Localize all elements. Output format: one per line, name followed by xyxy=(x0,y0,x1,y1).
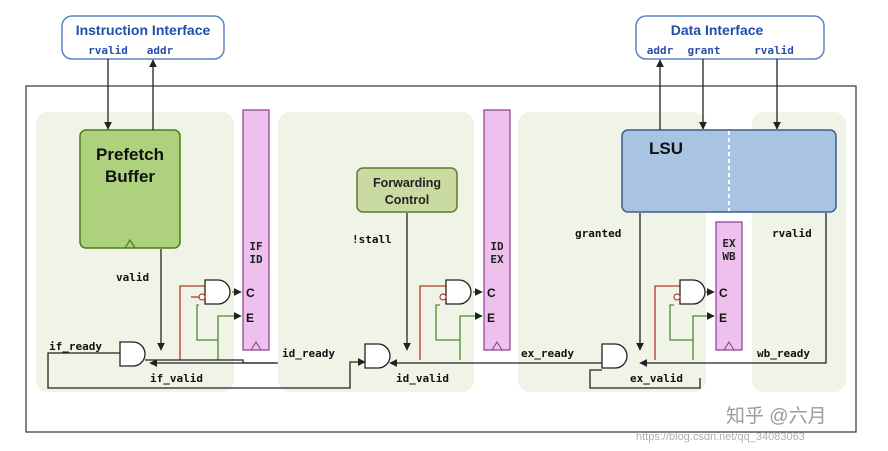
port-e-id-ex: E xyxy=(487,311,495,325)
and-gate-ex-clock-inverter xyxy=(673,293,681,301)
wb-stage-logic xyxy=(639,213,827,367)
data-signal-addr: addr xyxy=(647,44,674,57)
instruction-signal-addr: addr xyxy=(147,44,174,57)
port-e-if-id: E xyxy=(246,311,254,325)
instruction-interface-title: Instruction Interface xyxy=(76,22,211,38)
wire-ex-valid-loop xyxy=(589,369,701,389)
instruction-interface: Instruction Interface rvalid addr xyxy=(61,15,225,60)
register-id-ex-label-1: ID xyxy=(490,240,504,253)
instruction-interface-box xyxy=(61,15,225,60)
forwarding-control-box xyxy=(356,167,458,213)
register-ex-wb-label-1: EX xyxy=(722,237,736,250)
watermark-text: 知乎 @六月 xyxy=(726,405,827,427)
wire-ex-red-clock xyxy=(654,285,680,360)
data-interface-title: Data Interface xyxy=(671,22,764,38)
wire-id-green-valid xyxy=(435,304,461,360)
label-valid: valid xyxy=(116,271,149,284)
label-rvalid: rvalid xyxy=(772,227,812,240)
label-id-valid: id_valid xyxy=(396,372,449,385)
prefetch-buffer-box xyxy=(79,129,181,249)
label-id-ready: id_ready xyxy=(282,347,335,360)
wire-ex-enable xyxy=(692,312,715,340)
prefetch-buffer-label-1: Prefetch xyxy=(96,145,164,164)
label-granted: granted xyxy=(575,227,621,240)
register-id-ex-label-2: EX xyxy=(490,253,504,266)
forwarding-control: Forwarding Control xyxy=(356,167,458,213)
label-ex-ready: ex_ready xyxy=(521,347,574,360)
register-id-ex-box xyxy=(483,109,511,351)
label-wb-ready: wb_ready xyxy=(757,347,810,360)
register-ex-wb-box xyxy=(715,221,743,351)
and-gate-if-clock-inverter xyxy=(198,293,206,301)
port-e-ex-wb: E xyxy=(719,311,727,325)
label-ex-valid: ex_valid xyxy=(630,372,683,385)
port-c-if-id: C xyxy=(246,286,255,300)
data-interface: Data Interface addr grant rvalid xyxy=(635,15,825,60)
ex-stage-logic xyxy=(389,213,715,389)
port-c-id-ex: C xyxy=(487,286,496,300)
and-gate-if-clock xyxy=(204,279,231,305)
lsu: LSU xyxy=(621,129,837,213)
wire-wb-rvalid xyxy=(639,213,827,367)
and-gate-if-ready xyxy=(119,341,146,367)
register-ex-wb-clock-triangle xyxy=(723,341,735,351)
register-id-ex: ID EX xyxy=(483,109,511,351)
id-stage-logic xyxy=(145,213,483,367)
wire-ex-green-valid xyxy=(669,304,694,360)
wire-id-red-clock xyxy=(419,285,446,360)
prefetch-clock-triangle xyxy=(124,238,136,249)
and-gate-id-clock-inverter xyxy=(439,293,447,301)
lsu-box xyxy=(621,129,837,213)
register-if-id-clock-triangle xyxy=(250,341,262,351)
watermark-url: https://blog.csdn.net/qq_34083063 xyxy=(636,431,805,443)
label-if-ready: if_ready xyxy=(49,340,102,353)
wire-id-enable xyxy=(459,312,483,340)
forwarding-control-label-1: Forwarding xyxy=(373,176,441,190)
forwarding-control-label-2: Control xyxy=(385,193,429,207)
register-if-id-box xyxy=(242,109,270,351)
prefetch-buffer: Prefetch Buffer xyxy=(79,129,181,249)
lsu-label: LSU xyxy=(649,139,683,158)
register-if-id-label-2: ID xyxy=(249,253,263,266)
wire-if-ready xyxy=(47,352,366,389)
label-stall: !stall xyxy=(352,233,392,246)
and-gate-ex-ready xyxy=(601,343,628,369)
wire-if-red-clock xyxy=(179,285,205,360)
wire-if-enable xyxy=(217,312,242,340)
prefetch-buffer-label-2: Buffer xyxy=(105,167,155,186)
and-gate-id-clock xyxy=(445,279,472,305)
and-gate-ex-clock xyxy=(679,279,706,305)
register-if-id: IF ID xyxy=(242,109,270,351)
wire-if-green-valid xyxy=(196,304,219,360)
port-c-ex-wb: C xyxy=(719,286,728,300)
if-stage-logic xyxy=(47,249,366,389)
interface-wires xyxy=(104,59,781,130)
label-if-valid: if_valid xyxy=(150,372,203,385)
register-if-id-label-1: IF xyxy=(249,240,262,253)
register-ex-wb-label-2: WB xyxy=(722,250,736,263)
register-id-ex-clock-triangle xyxy=(491,341,503,351)
data-interface-box xyxy=(635,15,825,60)
data-signal-grant: grant xyxy=(687,44,720,57)
register-ex-wb: EX WB xyxy=(715,221,743,351)
data-signal-rvalid: rvalid xyxy=(754,44,794,57)
and-gate-id-ready xyxy=(364,343,391,369)
instruction-signal-rvalid: rvalid xyxy=(88,44,128,57)
